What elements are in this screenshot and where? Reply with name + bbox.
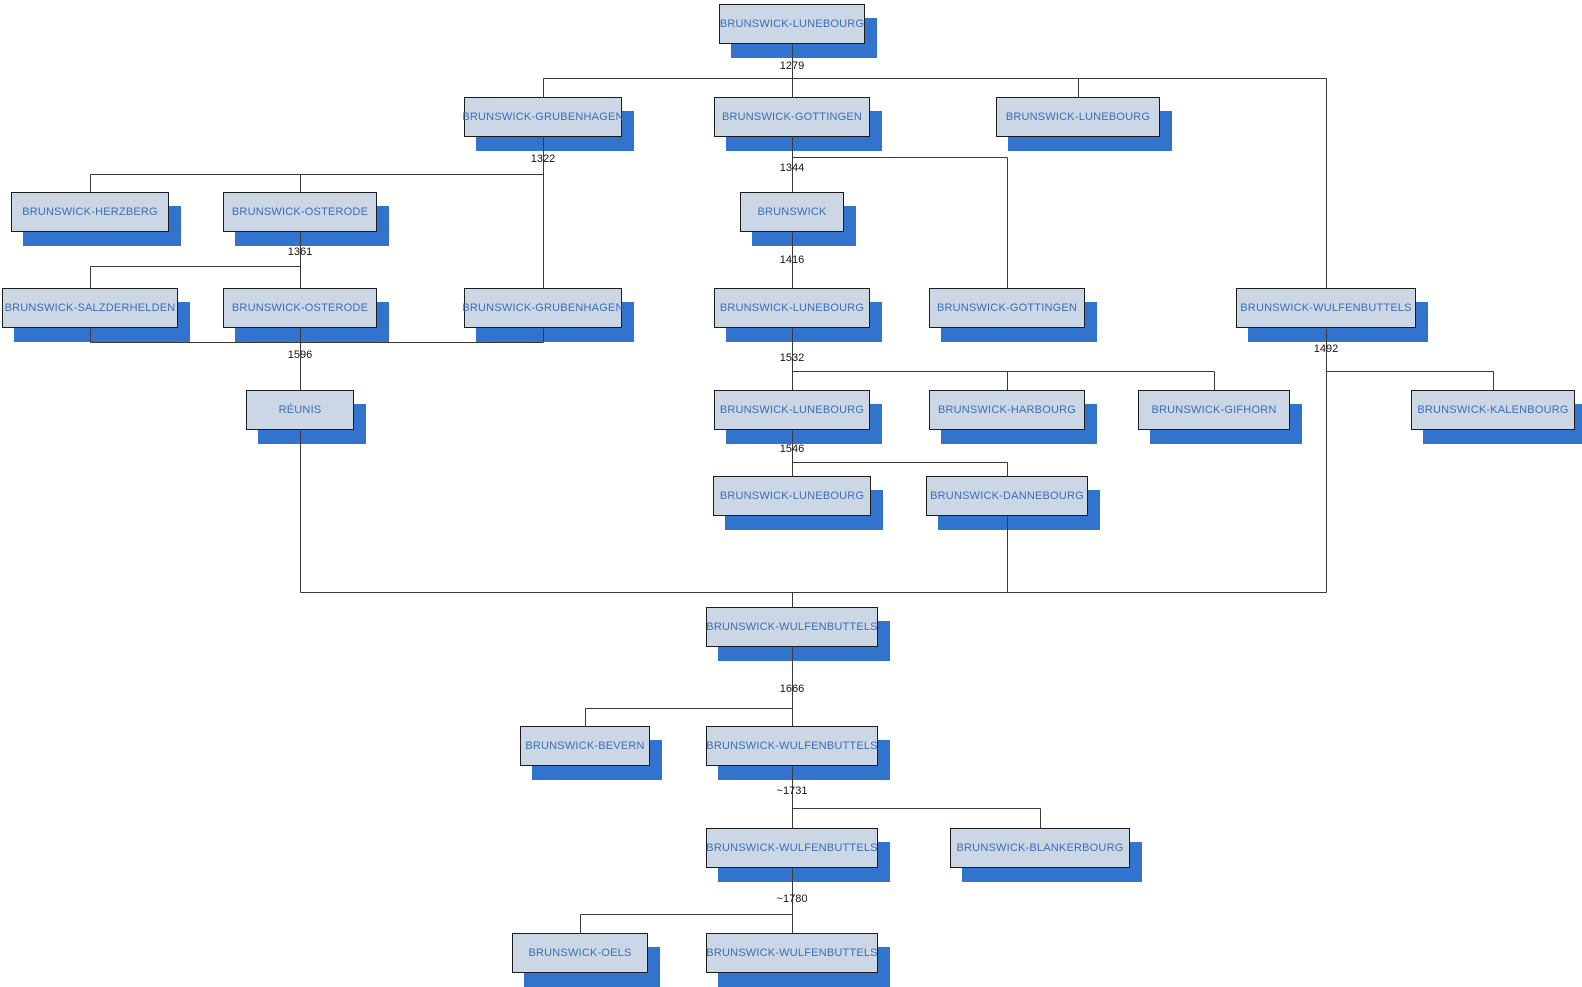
tree-node-brunswick-grubenhagen-1[interactable]: BRUNSWICK-GRUBENHAGEN <box>462 97 623 137</box>
tree-node-brunswick-kalenbourg[interactable]: BRUNSWICK-KALENBOURG <box>1411 390 1575 430</box>
year-label: ~1731 <box>776 785 808 797</box>
tree-node-brunswick-blankerbourg[interactable]: BRUNSWICK-BLANKERBOURG <box>950 828 1130 868</box>
tree-node-brunswick-dannebourg[interactable]: BRUNSWICK-DANNEBOURG <box>926 476 1088 516</box>
tree-node-brunswick-gottingen-2[interactable]: BRUNSWICK-GOTTINGEN <box>929 288 1085 328</box>
year-label: 1492 <box>1313 343 1339 355</box>
tree-node-reunis[interactable]: RÉUNIS <box>246 390 354 430</box>
tree-node-brunswick-wulfenbuttels-3[interactable]: BRUNSWICK-WULFENBUTTELS <box>706 726 878 766</box>
tree-node-brunswick-lunebourg-root[interactable]: BRUNSWICK-LUNEBOURG <box>719 4 865 44</box>
tree-node-brunswick-lunebourg-3[interactable]: BRUNSWICK-LUNEBOURG <box>714 390 870 430</box>
year-label: 1596 <box>287 349 313 361</box>
year-label: ~1780 <box>776 893 808 905</box>
tree-node-brunswick[interactable]: BRUNSWICK <box>740 192 844 232</box>
tree-node-brunswick-gifhorn[interactable]: BRUNSWICK-GIFHORN <box>1138 390 1290 430</box>
tree-node-brunswick-harbourg[interactable]: BRUNSWICK-HARBOURG <box>929 390 1085 430</box>
tree-node-brunswick-herzberg[interactable]: BRUNSWICK-HERZBERG <box>11 192 169 232</box>
tree-node-brunswick-osterode-1[interactable]: BRUNSWICK-OSTERODE <box>223 192 377 232</box>
year-label: 1344 <box>779 162 805 174</box>
tree-node-brunswick-lunebourg-2[interactable]: BRUNSWICK-LUNEBOURG <box>714 288 870 328</box>
year-label: 1546 <box>779 443 805 455</box>
year-label: 1361 <box>287 246 313 258</box>
year-label: 1279 <box>779 60 805 72</box>
tree-node-brunswick-grubenhagen-2[interactable]: BRUNSWICK-GRUBENHAGEN <box>462 288 623 328</box>
tree-node-brunswick-gottingen-1[interactable]: BRUNSWICK-GOTTINGEN <box>714 97 870 137</box>
tree-node-brunswick-wulfenbuttels-1[interactable]: BRUNSWICK-WULFENBUTTELS <box>1236 288 1416 328</box>
tree-node-brunswick-oels[interactable]: BRUNSWICK-OELS <box>512 933 648 973</box>
tree-node-brunswick-wulfenbuttels-5[interactable]: BRUNSWICK-WULFENBUTTELS <box>706 933 878 973</box>
tree-node-brunswick-wulfenbuttels-2[interactable]: BRUNSWICK-WULFENBUTTELS <box>706 607 878 647</box>
tree-node-brunswick-lunebourg-4[interactable]: BRUNSWICK-LUNEBOURG <box>713 476 871 516</box>
tree-node-brunswick-lunebourg-1[interactable]: BRUNSWICK-LUNEBOURG <box>996 97 1160 137</box>
year-label: 1666 <box>779 683 805 695</box>
tree-node-brunswick-salzderhelden[interactable]: BRUNSWICK-SALZDERHELDEN <box>2 288 178 328</box>
tree-node-brunswick-wulfenbuttels-4[interactable]: BRUNSWICK-WULFENBUTTELS <box>706 828 878 868</box>
tree-node-brunswick-osterode-2[interactable]: BRUNSWICK-OSTERODE <box>223 288 377 328</box>
tree-node-brunswick-bevern[interactable]: BRUNSWICK-BEVERN <box>520 726 650 766</box>
year-label: 1322 <box>530 153 556 165</box>
year-label: 1532 <box>779 352 805 364</box>
year-label: 1416 <box>779 254 805 266</box>
